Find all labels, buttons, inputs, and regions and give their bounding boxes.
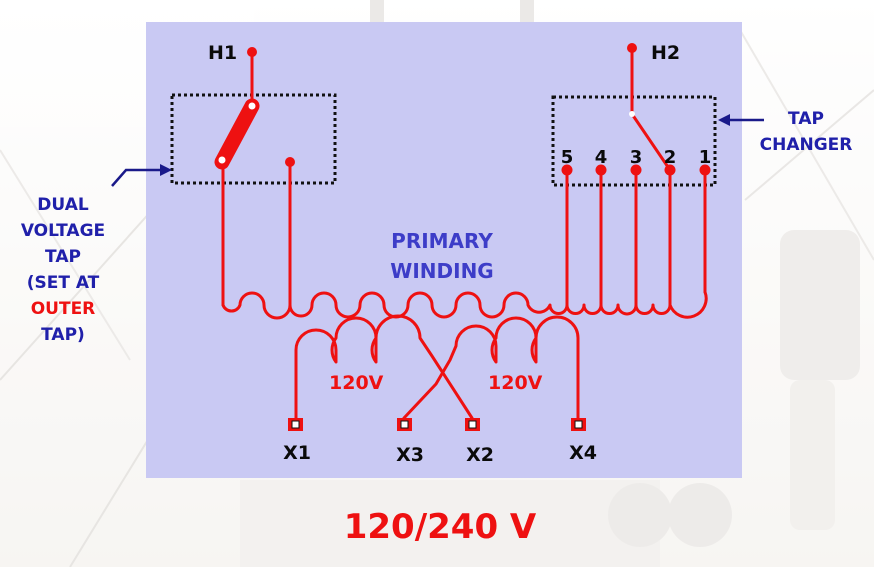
- secondary-left-voltage: 120V: [329, 372, 384, 394]
- dual-voltage-switch-box: [170, 93, 337, 185]
- h2-label: H2: [651, 42, 680, 64]
- tap-dot-1: [699, 164, 711, 176]
- output-voltage-label: 120/240 V: [344, 507, 537, 547]
- tap-dot-4: [595, 164, 607, 176]
- primary-winding-coil: [221, 290, 708, 320]
- tap-dot-2: [664, 164, 676, 176]
- tap-number-1: 1: [699, 147, 712, 168]
- dual-voltage-label-line3: TAP: [45, 247, 81, 267]
- tap-number-5: 5: [561, 147, 574, 168]
- inner-tap-dot: [285, 157, 295, 167]
- secondary-winding-left: [294, 314, 474, 420]
- switch-pivot-dot: [248, 102, 256, 110]
- dual-voltage-label-line1: DUAL: [37, 195, 89, 215]
- tap-changer-pivot-dot: [629, 111, 635, 117]
- x4-label: X4: [569, 442, 597, 464]
- x1-terminal: [288, 418, 303, 431]
- primary-winding-label-line2: WINDING: [390, 259, 493, 283]
- dual-voltage-label-line6: TAP): [41, 325, 85, 345]
- x2-terminal: [465, 418, 480, 431]
- primary-winding-label-line1: PRIMARY: [391, 229, 493, 253]
- x3-terminal: [397, 418, 412, 431]
- x1-label: X1: [283, 442, 311, 464]
- tap-dot-5: [561, 164, 573, 176]
- h2-terminal-dot: [627, 43, 637, 53]
- dual-voltage-label-line5: OUTER: [31, 299, 96, 319]
- x3-label: X3: [396, 444, 424, 466]
- tap-changer-arrow: [718, 114, 764, 126]
- tap-dot-3: [630, 164, 642, 176]
- dual-voltage-arrow: [111, 164, 172, 187]
- tap-changer-box: [551, 95, 717, 187]
- dual-voltage-label-line2: VOLTAGE: [21, 221, 105, 241]
- secondary-right-voltage: 120V: [488, 372, 543, 394]
- h1-terminal-dot: [247, 47, 257, 57]
- dual-voltage-label-line4: (SET AT: [27, 273, 100, 293]
- x4-terminal: [571, 418, 586, 431]
- tap-number-4: 4: [595, 147, 608, 168]
- tap-number-3: 3: [630, 147, 643, 168]
- x2-label: X2: [466, 444, 494, 466]
- tap-changer-label-line1: TAP: [788, 109, 824, 129]
- h1-label: H1: [208, 42, 237, 64]
- dual-voltage-switch-blade: [214, 98, 260, 170]
- secondary-winding-right: [402, 315, 580, 420]
- switch-contact-dot: [218, 156, 226, 164]
- tap-number-2: 2: [664, 147, 677, 168]
- diagram-panel: [146, 22, 742, 478]
- tap-changer-arm: [630, 112, 672, 172]
- tap-changer-label-line2: CHANGER: [760, 135, 853, 155]
